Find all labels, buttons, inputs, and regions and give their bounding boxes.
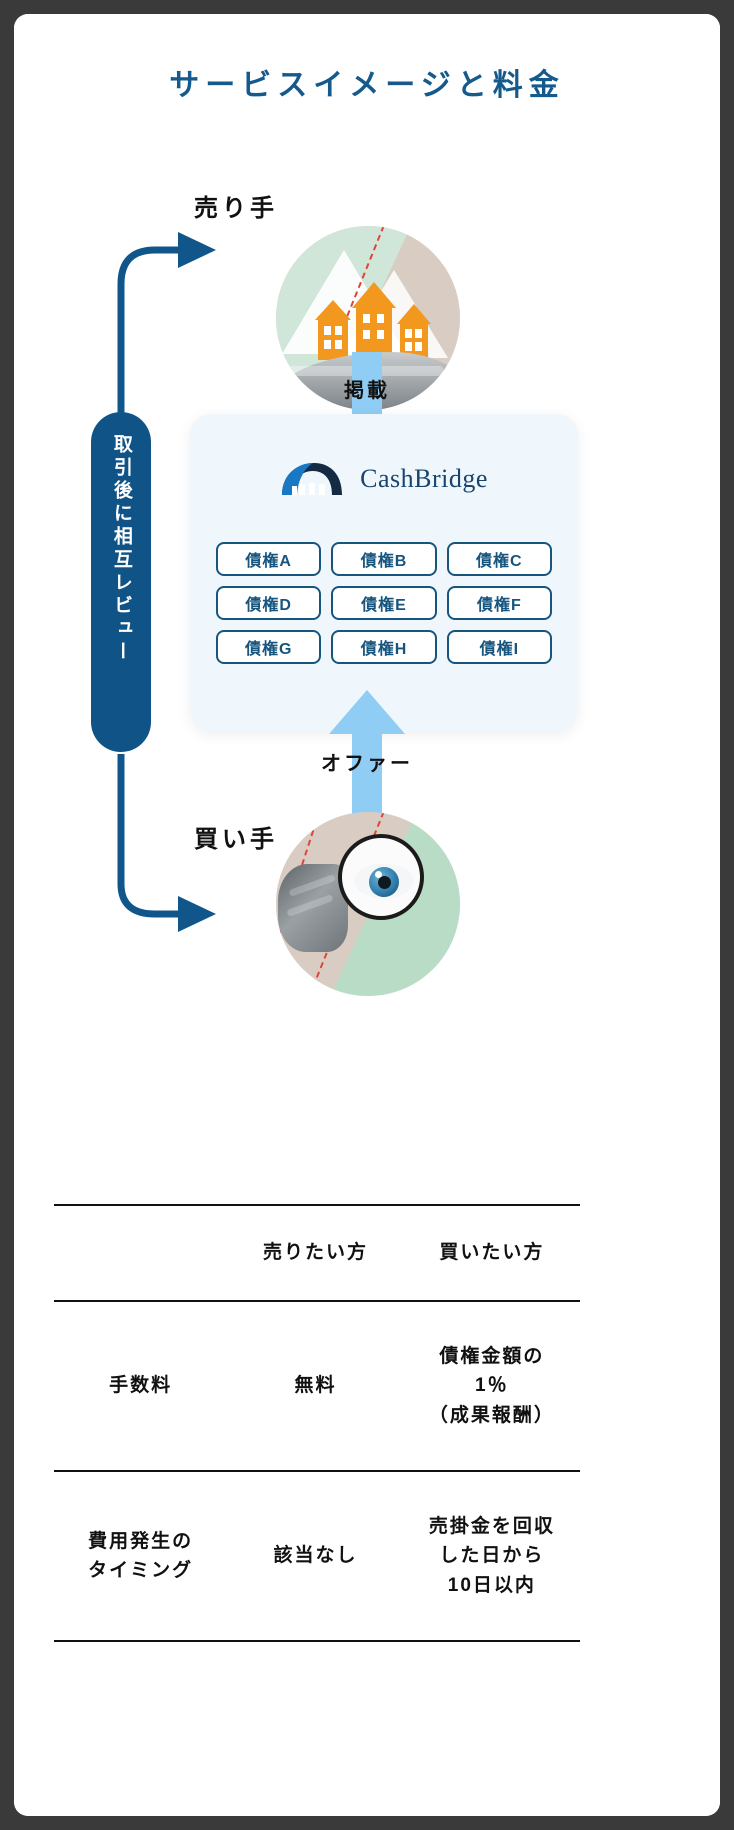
seller-label: 売り手 xyxy=(194,195,278,222)
table-rule-bottom xyxy=(54,1640,580,1642)
cashbridge-bridge-logo-icon xyxy=(282,463,343,495)
table-row: 手数料 無料 債権金額の 1％ （成果報酬） xyxy=(54,1302,580,1470)
claim-chip[interactable]: 債権I xyxy=(446,630,552,664)
claim-chip[interactable]: 債権G xyxy=(216,630,322,664)
cell-timing-buyer: 売掛金を回収 した日から 10日以内 xyxy=(428,1515,555,1596)
table-rule-mid-1 xyxy=(54,1300,580,1302)
eye-glint xyxy=(375,871,382,878)
claim-chip[interactable]: 債権E xyxy=(331,586,437,620)
table-bottom-spacer xyxy=(54,1642,580,1716)
table-header-seller: 売りたい方 xyxy=(263,1242,369,1264)
claim-chip[interactable]: 債権C xyxy=(446,542,552,576)
platform-panel: CashBridge 債権A 債権B 債権C 債権D 債権E 債権F 債権G 債… xyxy=(190,414,578,732)
table-rule-top xyxy=(54,1204,580,1206)
claim-chip-grid: 債権A 債権B 債権C 債権D 債権E 債権F 債権G 債権H 債権I xyxy=(216,542,552,664)
pricing-table: 売りたい方 買いたい方 手数料 無料 債権金額の 1％ （成果報酬） 費用発生の… xyxy=(54,1204,580,1716)
review-pill: 取引後に相互レビュー xyxy=(91,412,151,752)
cell-fee-seller: 無料 xyxy=(294,1375,337,1397)
listing-label: 掲載 xyxy=(344,380,390,402)
cell-fee-buyer: 債権金額の 1％ （成果報酬） xyxy=(428,1345,555,1426)
review-loop-connector xyxy=(117,232,216,932)
phone-frame: サービスイメージと料金 売り手 xyxy=(14,14,720,1816)
table-row: 費用発生の タイミング 該当なし 売掛金を回収 した日から 10日以内 xyxy=(54,1472,580,1640)
table-header-buyer: 買いたい方 xyxy=(439,1242,545,1264)
claim-chip[interactable]: 債権H xyxy=(331,630,437,664)
house-icon-left xyxy=(315,300,351,360)
cell-timing-seller: 該当なし xyxy=(273,1545,358,1567)
brand-name: CashBridge xyxy=(360,464,488,493)
page-title: サービスイメージと料金 xyxy=(169,69,565,102)
eye-pupil xyxy=(378,876,391,889)
offer-arrow-icon xyxy=(329,690,405,818)
seller-illustration xyxy=(276,226,460,410)
review-label: 取引後に相互レビュー xyxy=(110,434,132,664)
table-rule-mid-2 xyxy=(54,1470,580,1472)
table-header-row: 売りたい方 買いたい方 xyxy=(54,1206,580,1300)
claim-chip[interactable]: 債権A xyxy=(216,542,322,576)
page-root: サービスイメージと料金 売り手 xyxy=(14,14,720,1816)
buyer-label: 買い手 xyxy=(194,826,278,853)
hand-fingers xyxy=(278,864,348,952)
row-label-timing: 費用発生の タイミング xyxy=(88,1530,194,1581)
row-label-fee: 手数料 xyxy=(109,1375,173,1397)
claim-chip[interactable]: 債権B xyxy=(331,542,437,576)
claim-chip[interactable]: 債権F xyxy=(446,586,552,620)
claim-chip[interactable]: 債権D xyxy=(216,586,322,620)
offer-label: オファー xyxy=(321,753,413,775)
brand-lockup: CashBridge xyxy=(190,462,578,496)
buyer-illustration xyxy=(276,812,460,996)
magnifier-eye-icon xyxy=(338,834,424,920)
house-icon-center xyxy=(352,282,396,362)
